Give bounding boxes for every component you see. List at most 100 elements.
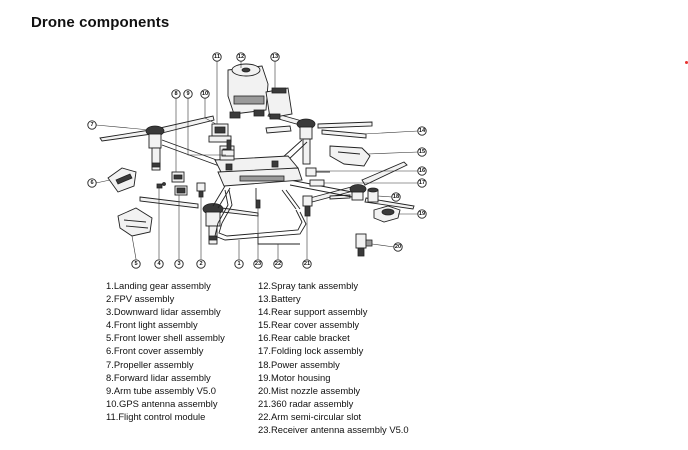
front-cover (107, 167, 137, 193)
callout-17: 17 (417, 178, 427, 188)
legend-item: 15.Rear cover assembly (258, 319, 360, 331)
legend-item: 5.Front lower shell assembly (106, 332, 225, 344)
callout-11: 11 (212, 52, 222, 62)
svg-text:14: 14 (419, 128, 426, 134)
callout-20: 20 (393, 242, 403, 252)
callout-4: 4 (154, 259, 164, 269)
svg-text:20: 20 (395, 244, 401, 250)
legend-item: 12.Spray tank assembly (258, 280, 359, 291)
svg-text:5: 5 (134, 261, 137, 267)
callout-12: 12 (236, 52, 246, 62)
legend-item: 4.Front light assembly (106, 319, 198, 331)
radar-360 (302, 195, 313, 217)
motor-right (349, 184, 367, 201)
downward-lidar (174, 185, 188, 196)
callout-2: 2 (196, 259, 206, 269)
callout-15: 15 (417, 147, 427, 157)
fpv-camera (196, 182, 206, 198)
legend-item: 9.Arm tube assembly V5.0 (106, 384, 216, 396)
legend-left-column: 1.Landing gear assembly 2.FPV assembly 3… (106, 279, 225, 423)
arm-tubes (161, 139, 353, 209)
svg-text:22: 22 (275, 261, 281, 267)
legend-item: 18.Power assembly (258, 358, 340, 370)
flight-control-module (208, 123, 232, 143)
legend-item: 20.Mist nozzle assembly (258, 384, 361, 396)
svg-text:1: 1 (237, 261, 240, 267)
legend-item: 13.Battery (258, 293, 301, 305)
front-light (156, 182, 166, 189)
motor-rear-right (296, 118, 316, 165)
page-title: Drone components (31, 14, 170, 31)
callout-18: 18 (391, 192, 401, 202)
legend-item: 2.FPV assembly (106, 293, 175, 305)
svg-text:13: 13 (272, 54, 278, 60)
receiver-antenna (255, 199, 261, 209)
svg-text:8: 8 (174, 91, 177, 97)
svg-text:17: 17 (419, 180, 425, 186)
legend-item: 17.Folding lock assembly (258, 345, 364, 357)
callout-23: 23 (253, 259, 263, 269)
propeller-front-left (99, 115, 215, 142)
callout-5: 5 (131, 259, 141, 269)
legend-item: 23.Receiver antenna assembly V5.0 (258, 424, 409, 436)
legend-item: 21.360 radar assembly (258, 397, 354, 409)
svg-text:21: 21 (304, 261, 310, 267)
callout-16: 16 (417, 166, 427, 176)
callout-7: 7 (87, 120, 97, 130)
central-frame (214, 145, 303, 187)
svg-text:23: 23 (255, 261, 261, 267)
motor-housing (373, 205, 401, 223)
svg-text:12: 12 (238, 54, 244, 60)
motor-bottom-left (202, 203, 224, 245)
legend-item: 16.Rear cable bracket (258, 332, 350, 344)
svg-text:4: 4 (157, 261, 161, 267)
forward-lidar (171, 171, 185, 183)
legend-item: 6.Front cover assembly (106, 345, 204, 357)
callout-22: 22 (273, 259, 283, 269)
red-marker-dot (685, 61, 688, 64)
svg-text:19: 19 (419, 211, 425, 217)
propeller-bottom-left (139, 196, 259, 217)
callout-1: 1 (234, 259, 244, 269)
callout-9: 9 (183, 89, 193, 99)
svg-text:16: 16 (419, 168, 425, 174)
battery (265, 87, 293, 120)
legend-item: 3.Downward lidar assembly (106, 306, 221, 318)
callout-13: 13 (270, 52, 280, 62)
svg-text:2: 2 (199, 261, 202, 267)
svg-text:9: 9 (186, 91, 189, 97)
legend-item: 22.Arm semi-circular slot (258, 410, 362, 422)
callout-19: 19 (417, 209, 427, 219)
svg-text:7: 7 (90, 122, 93, 128)
gps-antenna (221, 139, 235, 157)
legend-item: 14.Rear support assembly (258, 306, 368, 318)
folding-lock (309, 179, 325, 187)
svg-text:10: 10 (202, 91, 208, 97)
callout-6: 6 (87, 178, 97, 188)
rear-cover (329, 145, 371, 167)
legend-item: 11.Flight control module (106, 410, 206, 422)
mist-nozzle (355, 233, 373, 257)
callout-21: 21 (302, 259, 312, 269)
power-assembly (367, 187, 379, 203)
callout-14: 14 (417, 126, 427, 136)
rear-support (265, 125, 367, 139)
legend-item: 19.Motor housing (258, 371, 331, 383)
callout-3: 3 (174, 259, 184, 269)
legend-right-column: 12.Spray tank assembly 13.Battery 14.Rea… (258, 279, 409, 436)
legend-item: 7.Propeller assembly (106, 358, 194, 370)
legend-item: 1.Landing gear assembly (106, 280, 211, 291)
svg-text:3: 3 (177, 261, 180, 267)
callout-10: 10 (200, 89, 210, 99)
svg-text:18: 18 (393, 194, 399, 200)
svg-text:11: 11 (214, 54, 220, 60)
spray-tank (227, 63, 269, 119)
landing-gear (214, 188, 307, 245)
front-lower-shell (117, 207, 153, 237)
svg-text:15: 15 (419, 149, 425, 155)
motor-front-left (145, 125, 165, 171)
legend-item: 8.Forward lidar assembly (106, 371, 211, 383)
rear-cable-bracket (305, 167, 330, 177)
leader-lines (95, 61, 419, 260)
